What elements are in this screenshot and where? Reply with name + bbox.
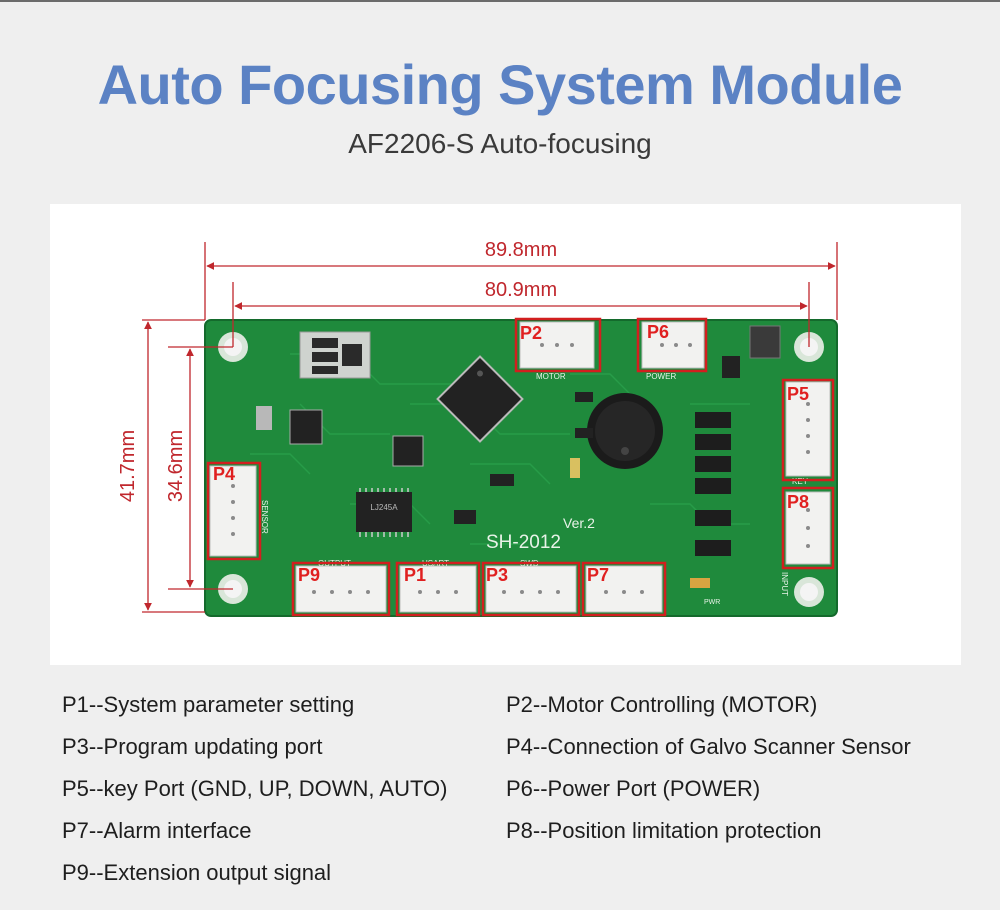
port-label-p9: P9 — [298, 565, 320, 585]
port-label-p7: P7 — [587, 565, 609, 585]
legend-item-p6: P6--Power Port (POWER) — [506, 776, 761, 801]
port-label-p8: P8 — [787, 492, 809, 512]
port-label-p5: P5 — [787, 384, 809, 404]
port-label-p6: P6 — [647, 322, 669, 342]
silkscreen-input: INPUT — [780, 572, 789, 596]
port-label-p3: P3 — [486, 565, 508, 585]
legend-item-p2: P2--Motor Controlling (MOTOR) — [506, 692, 818, 717]
dimension-inner-height: 34.6mm — [165, 430, 187, 502]
diagram-panel: LJ245A — [50, 204, 961, 665]
legend-item-p7: P7--Alarm interface — [62, 818, 252, 843]
port-label-p1: P1 — [404, 565, 426, 585]
legend-item-p5: P5--key Port (GND, UP, DOWN, AUTO) — [62, 776, 448, 801]
silkscreen-version: Ver.2 — [563, 515, 595, 531]
legend-item-p8: P8--Position limitation protection — [506, 818, 822, 843]
page-title: Auto Focusing System Module — [97, 53, 903, 116]
silkscreen-sensor: SENSOR — [260, 500, 269, 534]
chip-label: LJ245A — [370, 503, 398, 512]
top-border-line — [0, 0, 1000, 2]
port-label-p2: P2 — [520, 323, 542, 343]
dimension-inner-width: 80.9mm — [485, 279, 557, 301]
legend-item-p1: P1--System parameter setting — [62, 692, 355, 717]
silkscreen-model: SH-2012 — [486, 532, 561, 553]
connector-headers — [209, 321, 831, 613]
components: LJ245A — [256, 325, 781, 588]
legend-item-p9: P9--Extension output signal — [62, 860, 332, 885]
connector-pins — [231, 343, 810, 594]
legend-item-p4: P4--Connection of Galvo Scanner Sensor — [506, 734, 911, 759]
dimension-lines — [142, 242, 838, 613]
pcb-board — [205, 320, 837, 616]
port-label-p4: P4 — [213, 464, 235, 484]
silkscreen-power: POWER — [646, 372, 676, 381]
page-subtitle: AF2206-S Auto-focusing — [348, 128, 652, 159]
board-diagram: LJ245A — [117, 239, 838, 617]
port-boxes — [206, 317, 835, 617]
silkscreen-key: KEY — [792, 477, 809, 486]
dimension-outer-height: 41.7mm — [117, 430, 139, 502]
legend-item-p3: P3--Program updating port — [62, 734, 323, 759]
silkscreen-motor: MOTOR — [536, 372, 566, 381]
dimension-outer-width: 89.8mm — [485, 239, 557, 261]
silkscreen-pwr: PWR — [704, 599, 720, 606]
chip-lj245a — [356, 492, 412, 532]
